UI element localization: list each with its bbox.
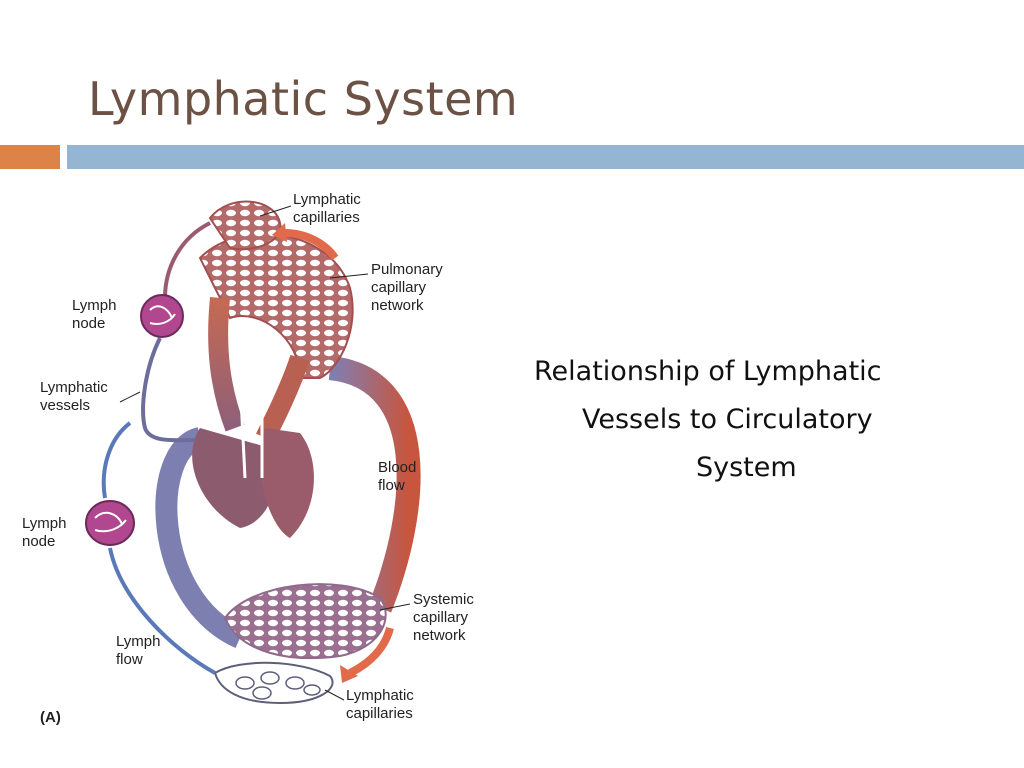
- label-lymph-flow: Lymph flow: [116, 633, 160, 668]
- accent-bar-blue: [67, 145, 1024, 169]
- svg-text:Pulmonary: Pulmonary: [371, 261, 443, 278]
- caption-line-1: Relationship of Lymphatic: [534, 356, 882, 387]
- caption-line-3: System: [696, 452, 797, 483]
- svg-text:network: network: [413, 627, 466, 644]
- panel-letter: (A): [40, 709, 61, 726]
- label-lymph-node-top: Lymph node: [72, 297, 116, 332]
- label-lymphatic-vessels: Lymphatic vessels: [40, 379, 141, 414]
- svg-text:Blood: Blood: [378, 459, 416, 476]
- svg-text:node: node: [72, 315, 105, 332]
- label-lymphatic-capillaries-top: Lymphatic capillaries: [259, 191, 361, 226]
- svg-text:network: network: [371, 297, 424, 314]
- svg-text:capillary: capillary: [371, 279, 427, 296]
- label-lymph-node-bottom: Lymph node: [22, 515, 66, 550]
- caption-line-2: Vessels to Circulatory: [582, 404, 873, 435]
- label-lymphatic-capillaries-bottom: Lymphatic capillaries: [324, 687, 414, 722]
- flow-arrow-top: [272, 223, 339, 261]
- circulatory-lymphatic-diagram: Lymphatic capillaries Pulmonary capillar…: [22, 191, 474, 726]
- svg-text:flow: flow: [378, 477, 405, 494]
- diagram-caption: Relationship of Lymphatic Vessels to Cir…: [530, 348, 950, 492]
- lymph-node-bottom: [85, 500, 135, 546]
- svg-text:Lymph: Lymph: [22, 515, 66, 532]
- svg-text:capillaries: capillaries: [346, 705, 413, 722]
- svg-text:Lymphatic: Lymphatic: [346, 687, 414, 704]
- svg-text:Lymph: Lymph: [72, 297, 116, 314]
- accent-bar-orange: [0, 145, 60, 169]
- lymphatic-capillaries-top: [208, 200, 282, 251]
- lymphatic-capillaries-bottom: [213, 661, 334, 705]
- svg-text:Lymph: Lymph: [116, 633, 160, 650]
- label-blood-flow: Blood flow: [378, 459, 416, 494]
- svg-text:capillaries: capillaries: [293, 209, 360, 226]
- label-pulmonary-network: Pulmonary capillary network: [329, 261, 443, 314]
- svg-text:Lymphatic: Lymphatic: [293, 191, 361, 208]
- heart: [192, 377, 314, 538]
- svg-text:capillary: capillary: [413, 609, 469, 626]
- systemic-capillary-network: [223, 583, 387, 660]
- flow-arrow-bottom: [340, 626, 394, 683]
- slide-title: Lymphatic System: [88, 72, 519, 126]
- svg-text:Lymphatic: Lymphatic: [40, 379, 108, 396]
- svg-text:node: node: [22, 533, 55, 550]
- svg-text:Systemic: Systemic: [413, 591, 474, 608]
- systemic-loop: [155, 356, 421, 649]
- svg-text:vessels: vessels: [40, 397, 90, 414]
- label-systemic-network: Systemic capillary network: [379, 591, 474, 644]
- lymphatic-vessels: [101, 221, 216, 675]
- pulmonary-capillary-network: [198, 233, 354, 443]
- lymph-node-top: [140, 294, 184, 338]
- svg-text:flow: flow: [116, 651, 143, 668]
